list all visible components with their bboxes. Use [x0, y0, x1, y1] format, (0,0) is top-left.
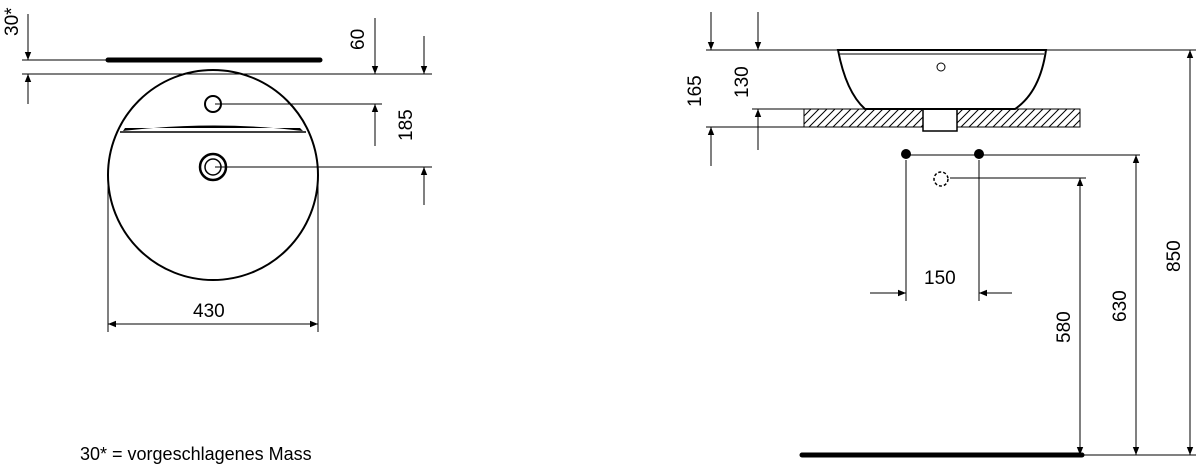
dim-430-label: 430 — [193, 301, 225, 322]
dim-630-label: 630 — [1110, 290, 1131, 322]
top-view: 30* 60 185 430 — [2, 7, 432, 332]
dim-850-label: 850 — [1164, 240, 1185, 272]
dim-185-label: 185 — [396, 109, 417, 141]
supply-point-left — [901, 149, 911, 159]
dim-130-label: 130 — [732, 66, 753, 98]
drain-outer — [198, 152, 228, 182]
basin-outline — [107, 69, 319, 281]
basin-profile — [836, 49, 1048, 110]
supply-point-right — [974, 149, 984, 159]
footnote: 30* = vorgeschlagenes Mass — [80, 444, 312, 464]
overflow-hole — [936, 62, 946, 72]
tap-hole — [204, 95, 222, 113]
drain-point — [933, 171, 949, 187]
basin-rim — [123, 125, 303, 131]
drain-inner — [204, 158, 222, 176]
drain-outlet — [922, 108, 958, 132]
dim-580-label: 580 — [1054, 311, 1075, 343]
dim-30-star-label: 30* — [2, 7, 23, 36]
side-view: 165 130 150 580 630 850 — [685, 12, 1196, 458]
dim-165-label: 165 — [685, 75, 706, 107]
dim-150-label: 150 — [924, 268, 956, 289]
dim-60-label: 60 — [348, 29, 369, 50]
